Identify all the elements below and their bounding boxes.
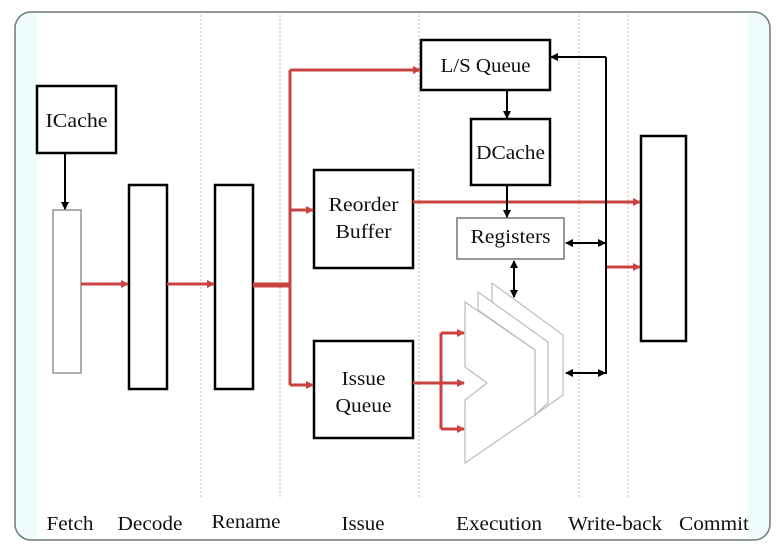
icache-label: ICache [46,110,108,132]
reorder-buffer-label-line2: Buffer [336,221,392,243]
registers-block [456,217,565,260]
rename-block [213,183,255,391]
dcache-block [469,117,552,187]
ls-queue-label: L/S Queue [441,55,531,77]
stage-label-fetch: Fetch [47,513,94,535]
data-paths [81,66,641,433]
reorder-buffer-label-line1: Reorder [329,194,399,216]
stage-label-rename: Rename [212,511,281,533]
stage-label-write-back: Write-back [568,513,662,535]
stage-label-execution: Execution [456,513,542,535]
commit-block [639,134,688,343]
icache-block [35,84,118,155]
execution-units [464,281,564,465]
stage-dividers [200,15,629,497]
dcache-label: DCache [476,142,545,164]
fetch-buffer [52,209,82,374]
issue-queue-label-line1: Issue [342,368,386,390]
stage-label-commit: Commit [679,513,749,535]
registers-label: Registers [471,226,551,248]
issue-queue-block [312,339,415,440]
stage-labels: Fetch Decode Rename Issue Execution Writ… [47,511,750,535]
stage-label-issue: Issue [342,513,385,535]
ls-queue-block [419,38,552,92]
alu-shape-front [464,300,536,465]
reorder-buffer-block [312,168,415,270]
decode-block [127,183,169,391]
control-paths [61,53,607,377]
issue-queue-label-line2: Queue [336,395,392,417]
stage-label-decode: Decode [118,513,183,535]
